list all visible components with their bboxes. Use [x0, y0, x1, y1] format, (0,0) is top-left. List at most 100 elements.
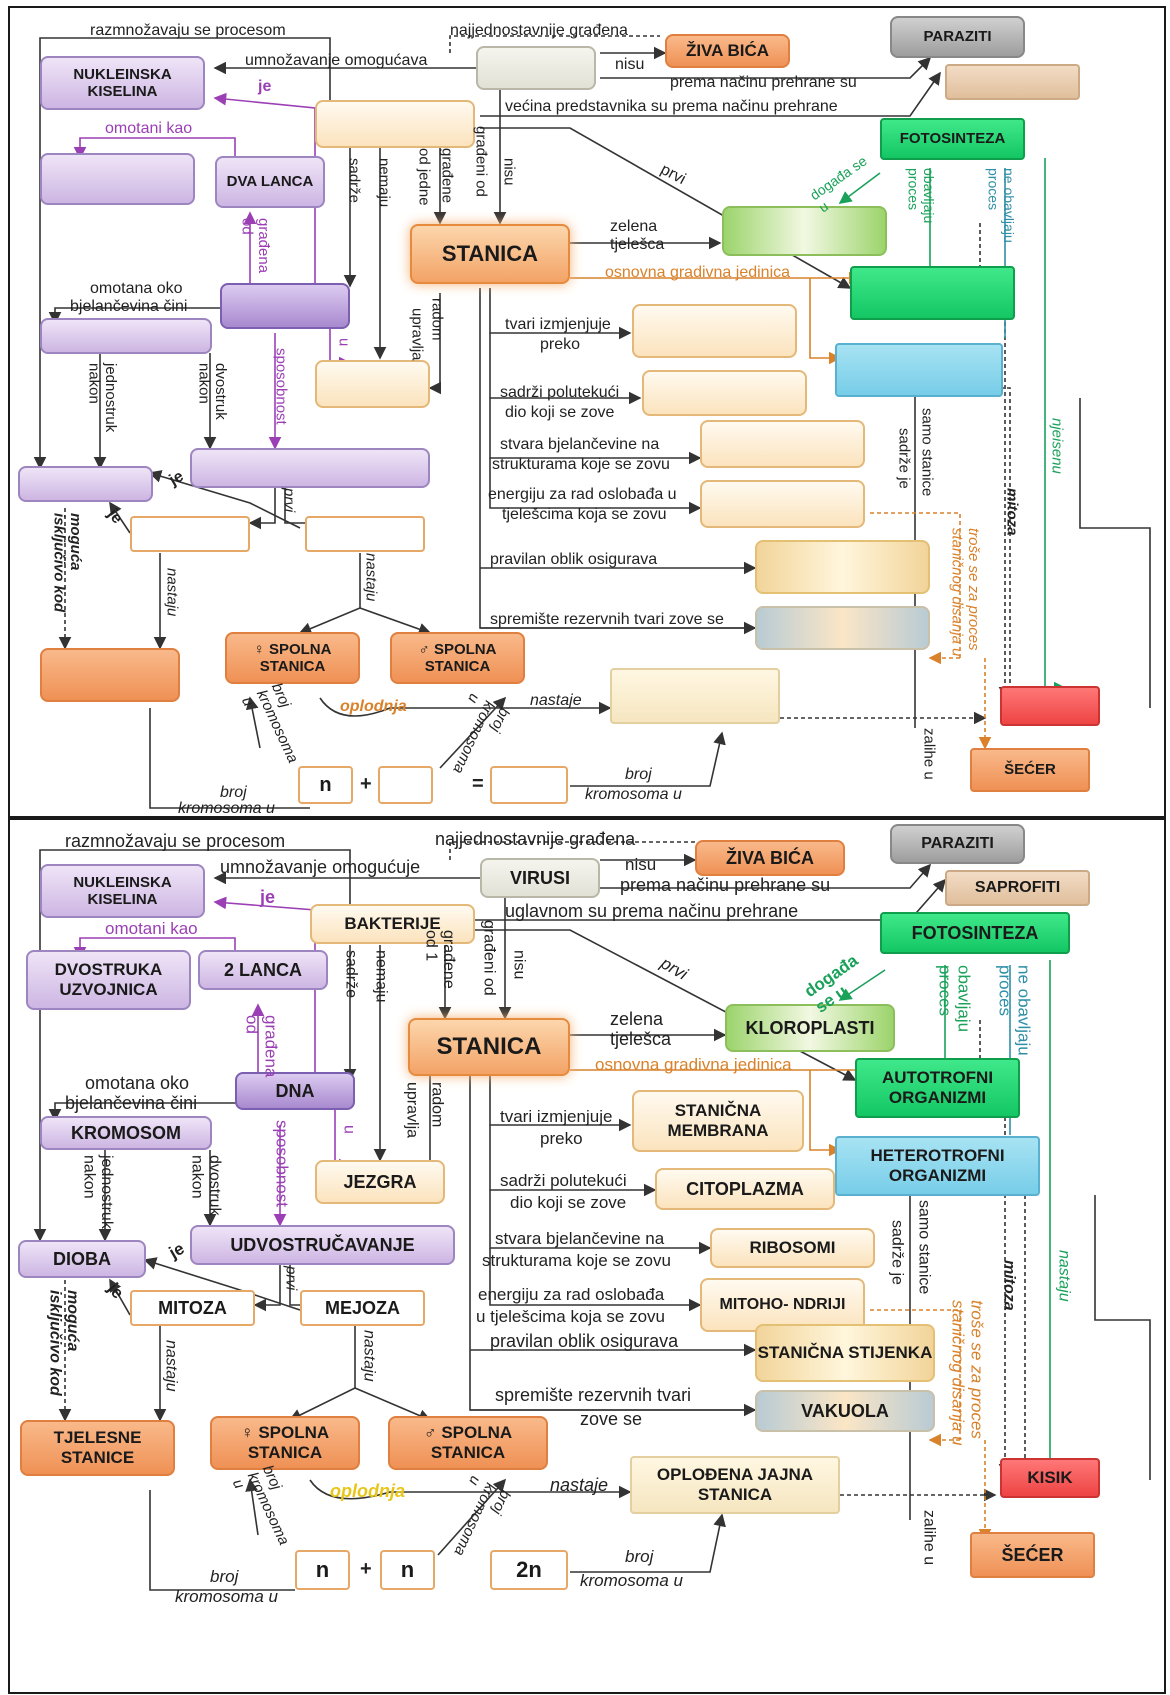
label-bjelancevina-cini: bjelančevina čini [65, 1093, 198, 1113]
label-obavljaju-proces: obavljaju proces [905, 168, 937, 224]
blank-dioba-node [18, 466, 153, 502]
plus-sign: + [360, 1558, 372, 1580]
label-dio-koji: dio koji se zove [510, 1193, 627, 1212]
label-razmnozavaju: razmnožavaju se procesom [65, 831, 286, 851]
label-tvari-izmjenjuje: tvari izmjenjuje [505, 316, 611, 333]
blank-bakterije-node [315, 100, 475, 148]
blank-saprofiti-node [945, 64, 1080, 100]
paraziti-node: PARAZITI [890, 16, 1025, 58]
n-box: n [298, 766, 353, 804]
label-mitoza: mitoza [1000, 1260, 1018, 1311]
spolna-stanica-muska-node: ♂ SPOLNA STANICA [388, 1416, 548, 1470]
label-gradjena-od: građena od [238, 218, 273, 274]
fotosinteza-node: FOTOSINTEZA [880, 912, 1070, 954]
label-kromosoma-u: kromosoma u [175, 1587, 278, 1606]
label-ne-obavljaju-proces: ne obavljaju proces [985, 168, 1017, 243]
label-zelena-tjelesca: zelena tjelešca [610, 218, 665, 253]
label-sadrze-je: sadrže je [888, 1220, 906, 1285]
label-broj: broj [220, 784, 247, 801]
label-vecina: većina predstavnika su prema načinu preh… [505, 98, 838, 115]
label-od-jedne: od jedne [415, 148, 433, 206]
label-tjelescima: u tjelešcima koja se zovu [476, 1307, 665, 1326]
label-kromosoma-u2: kromosoma u [585, 786, 682, 803]
stanicna-stijenka-node: STANIČNA STIJENKA [755, 1324, 935, 1382]
label-preko: preko [540, 336, 581, 353]
label-energiju: energiju za rad oslobađa u [488, 486, 677, 503]
mejoza-node: MEJOZA [300, 1290, 425, 1326]
label-dio-koji: dio koji se zove [505, 404, 615, 421]
blank-mejoza-node [305, 516, 425, 552]
secer-node: ŠEĆER [970, 748, 1090, 792]
label-zove-se: zove se [580, 1409, 643, 1429]
label-trose: troše se za proces staničnog disanja u [948, 528, 983, 657]
label-gradjeni-od: građeni od [480, 920, 498, 996]
spolna-stanica-muska-node: ♂ SPOLNA STANICA [390, 632, 525, 684]
secer-node: ŠEĆER [970, 1532, 1095, 1578]
label-nisu: nisu [615, 56, 645, 73]
label-dvostruk-nakon: dvostruk nakon [195, 363, 230, 420]
label-umnozavanje: umnožavanje omogućava [245, 52, 428, 69]
top-connector-lines [33, 35, 1151, 809]
label-mitoza: mitoza [1003, 488, 1021, 536]
label-jednostruk-nakon: jednostruk nakon [80, 1155, 116, 1229]
autotrofni-organizmi-node: AUTOTROFNI ORGANIZMI [855, 1058, 1020, 1118]
label-spremiste: spremište rezervnih tvari zove se [490, 611, 724, 628]
label-gradjene: građene [438, 148, 456, 204]
label-nisu2: nisu [510, 950, 528, 980]
ziva-bica-node: ŽIVA BIĆA [695, 840, 845, 876]
label-sadrze-je: sadrže je [895, 428, 913, 489]
label-tjelescima: tjelešcima koja se zovu [502, 506, 667, 523]
blank-stanicna-stijenka-node [755, 540, 930, 594]
blank-heterotrofni-node [835, 343, 1003, 397]
label-zelena-tjelesca: zelena tjelešca [610, 1009, 672, 1049]
blank-tjelesne-stanice-node [40, 648, 180, 702]
label-broj: broj [210, 1567, 239, 1586]
kisik-node: KISIK [1000, 1458, 1100, 1498]
label-nastaju-green: njeisenu [1048, 418, 1066, 474]
blank-mitohondriji-node [700, 480, 865, 528]
label-broj2: broj [625, 766, 652, 783]
label-nastaju2: nastaju [362, 553, 380, 602]
label-nastaje: nastaje [530, 692, 582, 709]
label-energiju: energiju za rad oslobađa [478, 1285, 665, 1304]
bottom-connector-lines [33, 841, 1151, 1591]
blank-jezgra-node [315, 360, 430, 408]
label-ne-obavljaju-proces: ne obavljaju proces [995, 965, 1034, 1056]
label-nisu: nisu [625, 855, 657, 874]
label-prvi2: prvi [282, 1266, 300, 1291]
label-gradjena-od: građena od [242, 1015, 281, 1078]
label-je: je [260, 887, 276, 907]
label-trose: troše se za proces staničnog disanja u [948, 1300, 987, 1446]
blank-ribosomi-node [700, 420, 865, 468]
stanica-node: STANICA [408, 1018, 570, 1076]
label-stvara: stvara bjelančevine na [495, 1229, 665, 1248]
blank-autotrofni-node [850, 266, 1015, 320]
paraziti-node: PARAZITI [890, 824, 1025, 864]
label-oplodnja: oplodnja [340, 698, 407, 715]
blank-kromosom-node [40, 318, 212, 354]
dva-lanca-node: DVA LANCA [215, 156, 325, 208]
label-moguca: moguća isključivo kod [46, 1290, 82, 1396]
label-zalihe-u: zalihe u [920, 728, 938, 780]
stanicna-membrana-node: STANIČNA MEMBRANA [632, 1090, 804, 1152]
label-sposobnost: sposobnost [272, 1120, 292, 1207]
label-spremiste: spremište rezervnih tvari [495, 1385, 692, 1405]
kloroplasti-node: KLOROPLASTI [725, 1004, 895, 1052]
label-nisu2: nisu [500, 158, 518, 186]
saprofiti-node: SAPROFITI [945, 870, 1090, 906]
label-nastaje: nastaje [550, 1475, 609, 1495]
tjelesne-stanice-node: TJELESNE STANICE [20, 1420, 175, 1476]
bakterije-node: BAKTERIJE [310, 904, 475, 944]
blank-dna-node [220, 283, 350, 329]
n-box-2: n [380, 1550, 435, 1590]
label-moguca: moguća isključivo kod [50, 513, 85, 613]
label-najjednostavnije: najjednostavnije građena [450, 22, 628, 39]
stanica-node: STANICA [410, 224, 570, 284]
oplodjena-jajna-stanica-node: OPLOĐENA JAJNA STANICA [630, 1456, 840, 1514]
label-radom: radom [428, 298, 446, 341]
label-sadrzi-polutekuci: sadrži polutekući [500, 1171, 627, 1190]
label-upravlja: upravlja [403, 1082, 421, 1139]
n-box-1: n [295, 1550, 350, 1590]
label-nastaju2: nastaju [360, 1330, 378, 1382]
mitoza-node: MITOZA [130, 1290, 255, 1326]
